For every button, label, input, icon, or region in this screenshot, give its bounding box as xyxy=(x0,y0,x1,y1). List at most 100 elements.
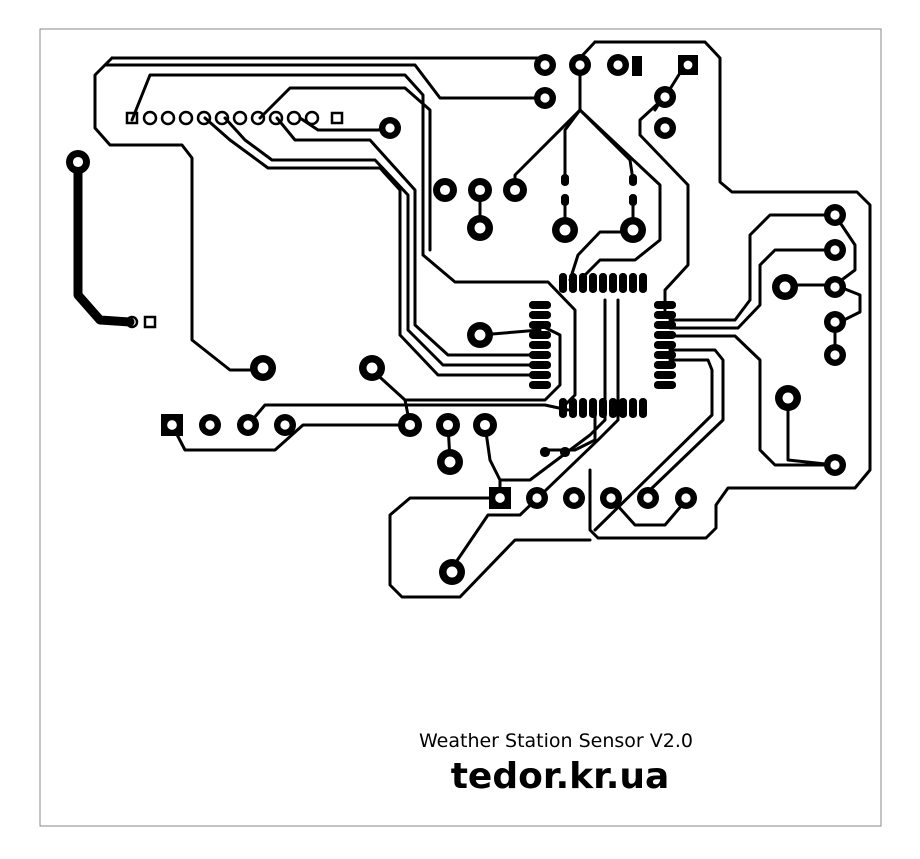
header-pin-last xyxy=(330,111,344,125)
board-outline xyxy=(39,28,882,827)
chip-pin xyxy=(589,398,597,418)
header-pin xyxy=(142,110,158,126)
chip-pin xyxy=(654,371,676,379)
round-pad xyxy=(379,117,401,139)
round-pad xyxy=(824,204,846,226)
round-pad xyxy=(534,87,556,109)
copper-trace xyxy=(103,63,547,100)
chip-pin xyxy=(599,398,607,418)
round-pad xyxy=(824,311,846,333)
chip-pin xyxy=(654,361,676,369)
board-website: tedor.kr.ua xyxy=(451,756,670,797)
chip-pin xyxy=(559,398,567,418)
copper-trace xyxy=(668,213,837,322)
round-pad xyxy=(467,322,493,348)
copper-trace xyxy=(370,323,562,402)
chip-pin xyxy=(529,371,551,379)
mounting-pad xyxy=(66,150,90,174)
copper-trace xyxy=(578,108,662,277)
copper-trace xyxy=(170,423,417,452)
square-pad xyxy=(678,55,698,75)
round-pad xyxy=(359,355,385,381)
pads-layer xyxy=(66,54,846,585)
smd-pad xyxy=(540,447,550,457)
round-pad xyxy=(824,239,846,261)
copper-trace xyxy=(543,410,597,452)
connector-pin xyxy=(675,487,697,509)
copper-trace xyxy=(833,283,862,324)
jumper-pad xyxy=(125,315,139,329)
copper-trace xyxy=(568,198,635,282)
board-title: Weather Station Sensor V2.0 xyxy=(419,730,693,752)
chip-pin xyxy=(579,398,587,418)
chip-pin xyxy=(639,398,647,418)
chip-pin xyxy=(654,331,676,339)
round-pad xyxy=(436,413,460,437)
chip-pin xyxy=(529,331,551,339)
round-pad xyxy=(467,215,493,241)
chip-pin xyxy=(629,398,637,418)
round-pad xyxy=(569,54,591,76)
connector-pin xyxy=(274,414,296,436)
connector-pin-1 xyxy=(489,487,511,509)
round-pad xyxy=(654,117,676,139)
copper-trace xyxy=(223,116,542,367)
chip-pin xyxy=(569,273,577,293)
power-trace xyxy=(73,157,135,327)
connector-pin xyxy=(237,414,259,436)
copper-trace xyxy=(258,86,432,252)
chip-pin xyxy=(609,398,617,418)
header-pin xyxy=(178,110,194,126)
header-pin xyxy=(232,110,248,126)
chip-pin xyxy=(529,311,551,319)
copper-trace xyxy=(388,496,592,599)
chip-pin xyxy=(654,381,676,389)
chip-pin xyxy=(529,361,551,369)
connector-pin xyxy=(637,487,659,509)
square-pad xyxy=(632,56,642,76)
round-pad xyxy=(437,449,463,475)
round-pad xyxy=(607,54,629,76)
copper-trace xyxy=(93,56,265,372)
header-pin xyxy=(286,110,302,126)
round-pad xyxy=(439,559,465,585)
copper-trace xyxy=(450,298,620,570)
header-pin xyxy=(250,110,266,126)
chip-pin xyxy=(639,273,647,293)
round-pad xyxy=(824,344,846,366)
connector-pin xyxy=(526,487,548,509)
chip-pin xyxy=(619,398,627,418)
header-pin-1 xyxy=(125,111,139,125)
smd-pad xyxy=(560,447,570,457)
copper-trace xyxy=(783,213,857,287)
round-pad xyxy=(473,413,497,437)
round-pad xyxy=(620,217,646,243)
smd-pad xyxy=(629,194,637,206)
chip-pin xyxy=(654,301,676,309)
chip-pin xyxy=(529,341,551,349)
header-pin xyxy=(214,110,230,126)
copper-trace xyxy=(786,393,837,467)
header-pin xyxy=(196,110,212,126)
round-pad xyxy=(775,385,801,411)
copper-trace xyxy=(578,108,635,182)
chip-pin xyxy=(654,351,676,359)
round-pad xyxy=(772,274,798,300)
chip-pin xyxy=(619,273,627,293)
copper-trace xyxy=(203,116,542,377)
copper-trace xyxy=(513,63,582,192)
copper-trace xyxy=(130,73,577,410)
chip-pin xyxy=(579,273,587,293)
round-pad xyxy=(433,178,457,202)
chip-pin xyxy=(529,351,551,359)
chip-pin xyxy=(654,311,676,319)
round-pad xyxy=(534,54,556,76)
header-pin xyxy=(268,110,284,126)
round-pad xyxy=(824,454,846,476)
header-pin xyxy=(160,110,176,126)
chip-pin xyxy=(529,381,551,389)
chip-pin xyxy=(589,273,597,293)
copper-trace xyxy=(275,116,542,357)
copper-trace xyxy=(668,248,837,330)
